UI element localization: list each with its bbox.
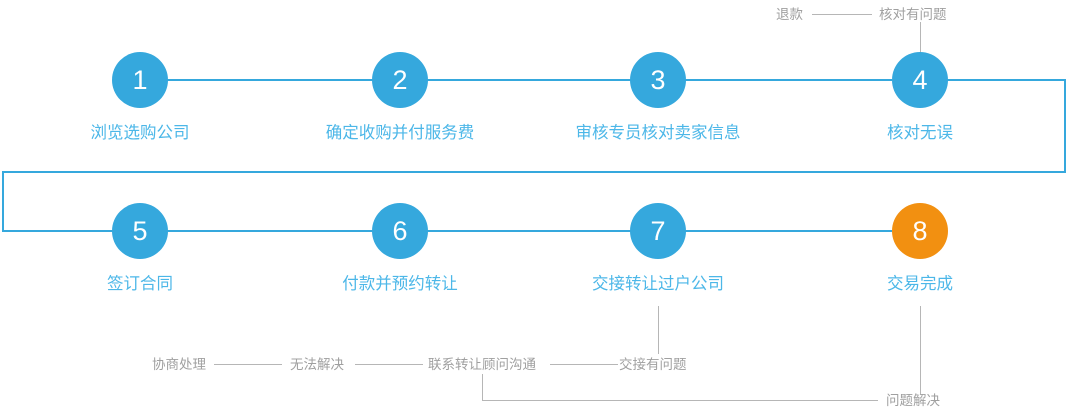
connector-step5-step6 xyxy=(166,230,374,232)
branch-line-problem-solved-horizontal xyxy=(482,400,878,401)
step-number-2: 2 xyxy=(372,52,428,108)
connector-step4-to-right-edge xyxy=(946,79,1066,81)
branch-line-refund-to-check-problem xyxy=(812,14,872,15)
branch-line-contact-advisor-to-handover-problem xyxy=(550,364,618,365)
branch-line-check-problem-to-step4 xyxy=(920,22,921,53)
annotation-refund: 退款 xyxy=(776,7,803,22)
annotation-check-problem: 核对有问题 xyxy=(879,7,947,22)
step-number-6: 6 xyxy=(372,203,428,259)
annotation-unresolved: 无法解决 xyxy=(290,357,344,372)
step-number-5: 5 xyxy=(112,203,168,259)
connector-step1-step2 xyxy=(166,79,374,81)
branch-line-negotiate-to-unresolved xyxy=(214,364,282,365)
annotation-negotiate: 协商处理 xyxy=(152,357,206,372)
branch-line-step8-to-problem-solved xyxy=(920,306,921,394)
step-number-4: 4 xyxy=(892,52,948,108)
connector-step7-step8 xyxy=(684,230,892,232)
step-number-8: 8 xyxy=(892,203,948,259)
connector-wrap-return-top xyxy=(2,171,1066,173)
connector-step3-step4 xyxy=(684,79,892,81)
step-label-2: 确定收购并付服务费 xyxy=(325,124,475,142)
step-label-5: 签订合同 xyxy=(107,275,173,293)
connector-wrap-to-step5 xyxy=(2,230,114,232)
annotation-handover-problem: 交接有问题 xyxy=(619,357,687,372)
step-label-1: 浏览选购公司 xyxy=(90,124,190,142)
annotation-contact-advisor: 联系转让顾问沟通 xyxy=(428,357,536,372)
connector-right-wrap-vertical xyxy=(1064,79,1066,173)
connector-step2-step3 xyxy=(426,79,632,81)
branch-line-contact-advisor-down xyxy=(482,374,483,400)
branch-line-step7-to-handover-problem xyxy=(658,306,659,354)
step-label-4: 核对无误 xyxy=(887,124,953,142)
step-number-7: 7 xyxy=(630,203,686,259)
connector-step6-step7 xyxy=(426,230,632,232)
branch-line-unresolved-to-contact-advisor xyxy=(355,364,423,365)
step-label-6: 付款并预约转让 xyxy=(342,275,458,293)
step-label-3: 审核专员核对卖家信息 xyxy=(575,124,741,142)
step-number-1: 1 xyxy=(112,52,168,108)
step-number-3: 3 xyxy=(630,52,686,108)
connector-left-wrap-vertical xyxy=(2,171,4,232)
annotation-problem-solved: 问题解决 xyxy=(886,393,940,408)
step-label-8: 交易完成 xyxy=(887,275,953,293)
step-label-7: 交接转让过户公司 xyxy=(592,275,724,293)
